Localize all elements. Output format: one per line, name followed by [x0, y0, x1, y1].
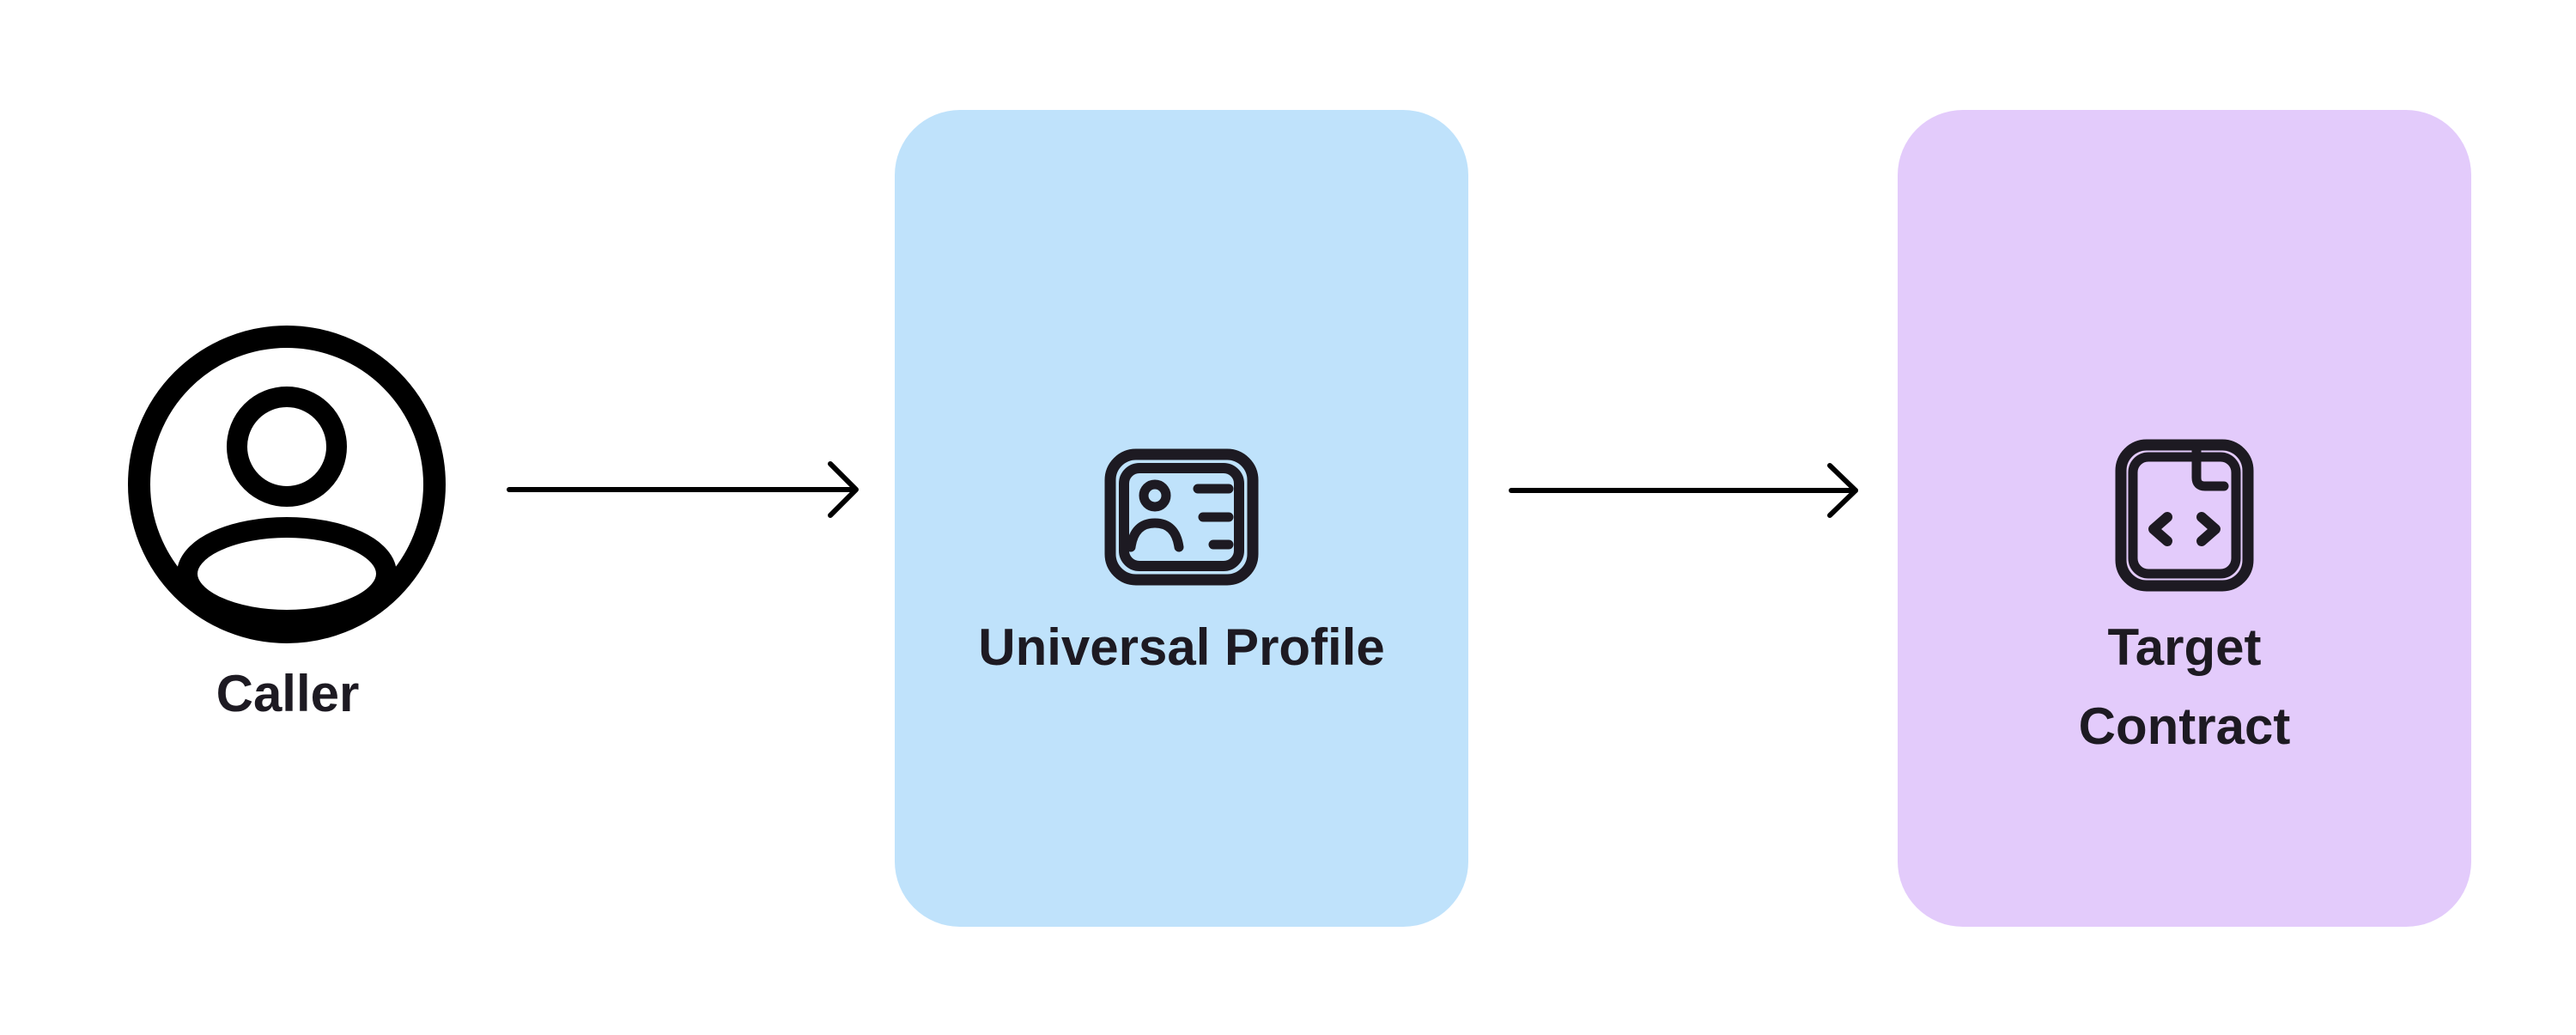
target-contract-card: Target Contract: [1898, 110, 2471, 927]
arrow-profile-to-target: [1509, 463, 1858, 518]
target-contract-label-line1: Target: [2107, 618, 2262, 676]
universal-profile-label: Universal Profile: [978, 618, 1385, 676]
target-contract-label-line2: Contract: [2078, 697, 2291, 755]
user-circle-icon: [128, 326, 446, 643]
file-code-icon: [2115, 439, 2254, 592]
universal-profile-card: Universal Profile: [895, 110, 1468, 927]
arrow-caller-to-profile: [507, 461, 859, 518]
caller-label: Caller: [216, 665, 360, 722]
id-card-icon: [1104, 448, 1259, 586]
